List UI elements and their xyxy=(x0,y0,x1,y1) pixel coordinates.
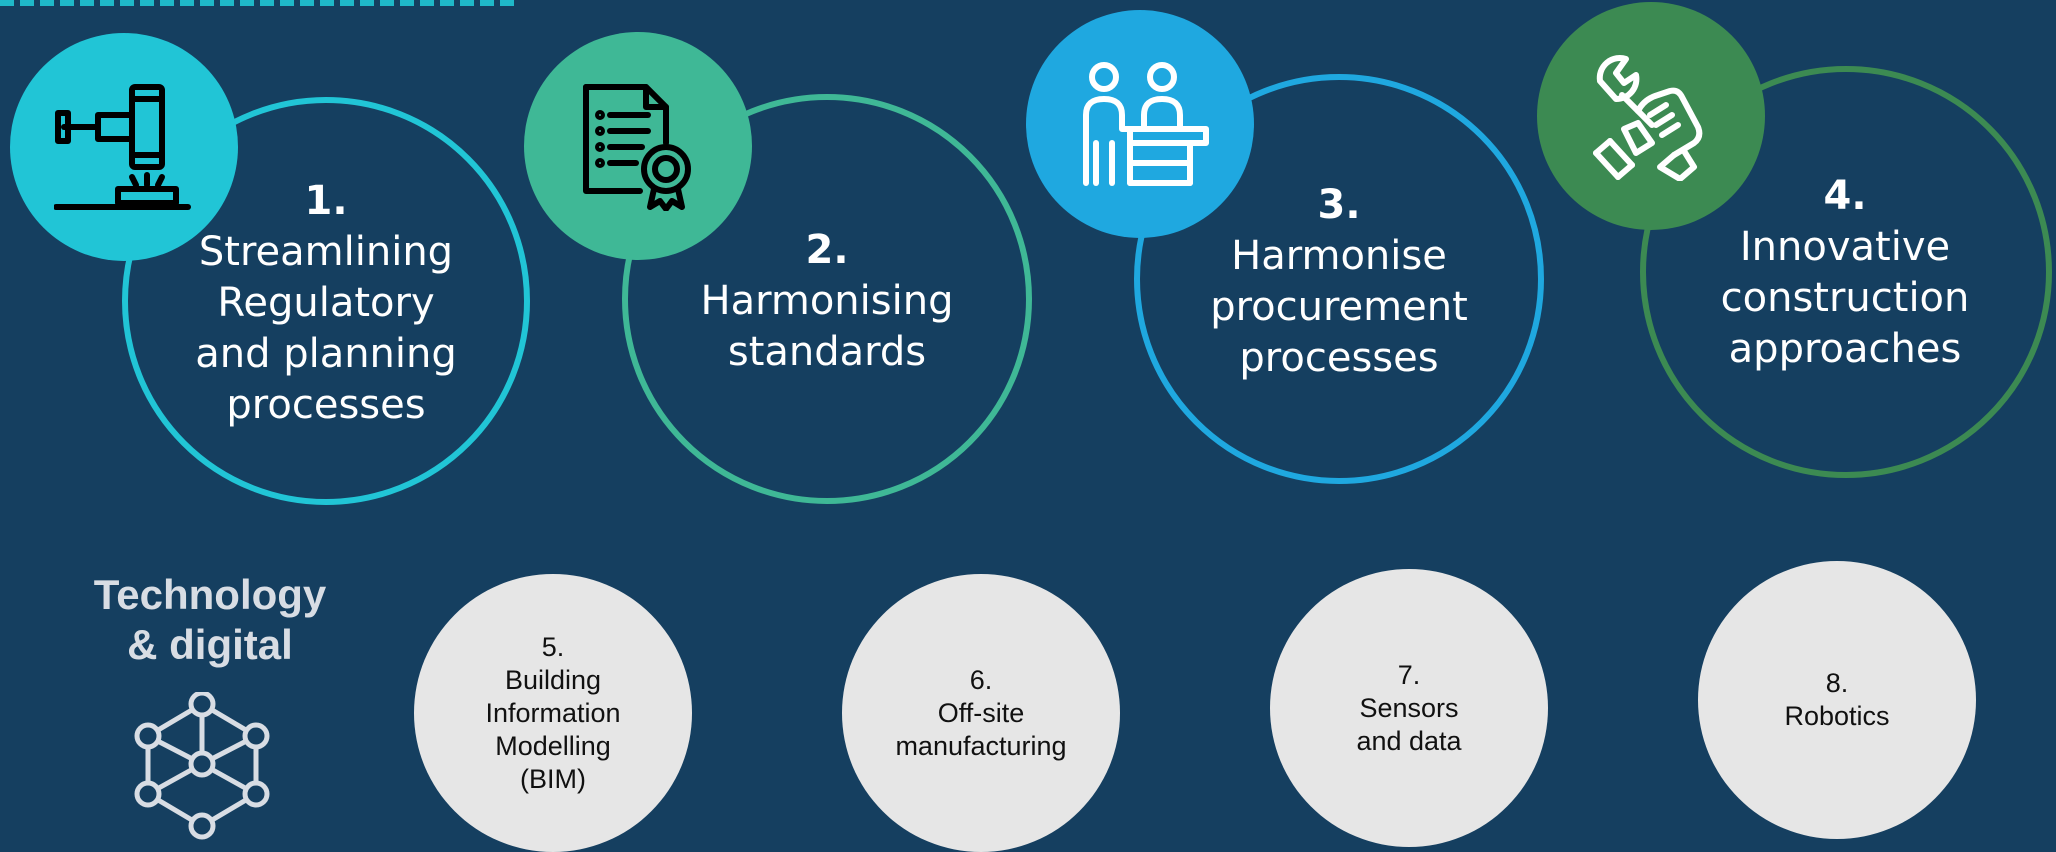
tech-item-line: Robotics xyxy=(1784,701,1890,731)
pillar-3-badge xyxy=(1026,10,1254,238)
pillar-4-ring xyxy=(1640,66,2052,478)
pillar-1-number: 1. xyxy=(304,178,348,224)
tech-item-number: 6. xyxy=(969,664,993,695)
tech-item-line: (BIM) xyxy=(520,763,586,794)
network-nodes-icon-wrap xyxy=(134,690,270,846)
tech-item-number: 8. xyxy=(1825,668,1849,698)
pillar-4-line: construction xyxy=(1720,275,1970,321)
pillar-3-ring xyxy=(1134,74,1544,484)
pillar-4-badge xyxy=(1537,2,1765,230)
pillar-1-line: Regulatory xyxy=(217,280,435,326)
technology-title-line: Technology xyxy=(93,571,327,618)
tech-item-robotics: 8. Robotics xyxy=(1698,561,1976,839)
wrench-hand-icon xyxy=(1593,55,1703,181)
pillar-1-ring xyxy=(122,97,530,505)
tech-item-line: Building xyxy=(504,664,602,695)
tech-item-off-site-manufacturing: 6. Off-site manufacturing xyxy=(842,574,1120,852)
network-nodes-icon xyxy=(134,690,270,840)
tech-item-line: manufacturing xyxy=(895,730,1067,761)
tech-item-bim: 5. Building Information Modelling (BIM) xyxy=(414,574,692,852)
pillar-2-badge xyxy=(524,32,752,260)
pillar-4-number: 4. xyxy=(1823,173,1867,219)
pillar-1-line: processes xyxy=(226,382,426,428)
pillar-3-number: 3. xyxy=(1317,182,1361,228)
certified-document-icon xyxy=(583,84,691,211)
technology-title-line: & digital xyxy=(127,621,293,668)
pillar-3-text: 3. Harmonise procurement processes xyxy=(1189,180,1489,384)
pillar-1-line: and planning xyxy=(195,331,457,377)
tech-item-line: Information xyxy=(485,697,621,728)
tech-item-line: Modelling xyxy=(495,730,611,761)
pillar-3-line: procurement xyxy=(1210,284,1468,330)
tech-item-number: 5. xyxy=(541,631,565,662)
pillar-3-line: processes xyxy=(1239,335,1439,381)
pillar-2-number: 2. xyxy=(805,227,849,273)
tech-item-line: Sensors xyxy=(1359,692,1459,723)
pillar-4-line: approaches xyxy=(1728,326,1962,372)
pillar-2-line: standards xyxy=(727,329,927,375)
pillar-4-line: Innovative xyxy=(1739,224,1951,270)
pillar-2-ring xyxy=(622,94,1032,504)
pillar-1-text: 1. Streamlining Regulatory and planning … xyxy=(176,176,476,431)
pillar-3-line: Harmonise xyxy=(1231,233,1447,279)
pillar-1-line: Streamlining xyxy=(198,229,454,275)
tech-item-sensors-and-data: 7. Sensors and data xyxy=(1270,569,1548,847)
gavel-icon xyxy=(54,84,191,210)
meeting-people-icon xyxy=(1083,62,1209,186)
tech-item-number: 7. xyxy=(1397,659,1421,690)
tech-item-line: and data xyxy=(1356,725,1462,756)
pillar-1-badge xyxy=(10,33,238,261)
pillar-2-text: 2. Harmonising standards xyxy=(677,225,977,378)
header-strip-fragment xyxy=(0,0,520,6)
tech-item-line: Off-site xyxy=(937,697,1025,728)
technology-digital-title: Technology & digital xyxy=(60,570,360,670)
pillar-4-text: 4. Innovative construction approaches xyxy=(1695,171,1995,375)
pillar-2-line: Harmonising xyxy=(700,278,954,324)
